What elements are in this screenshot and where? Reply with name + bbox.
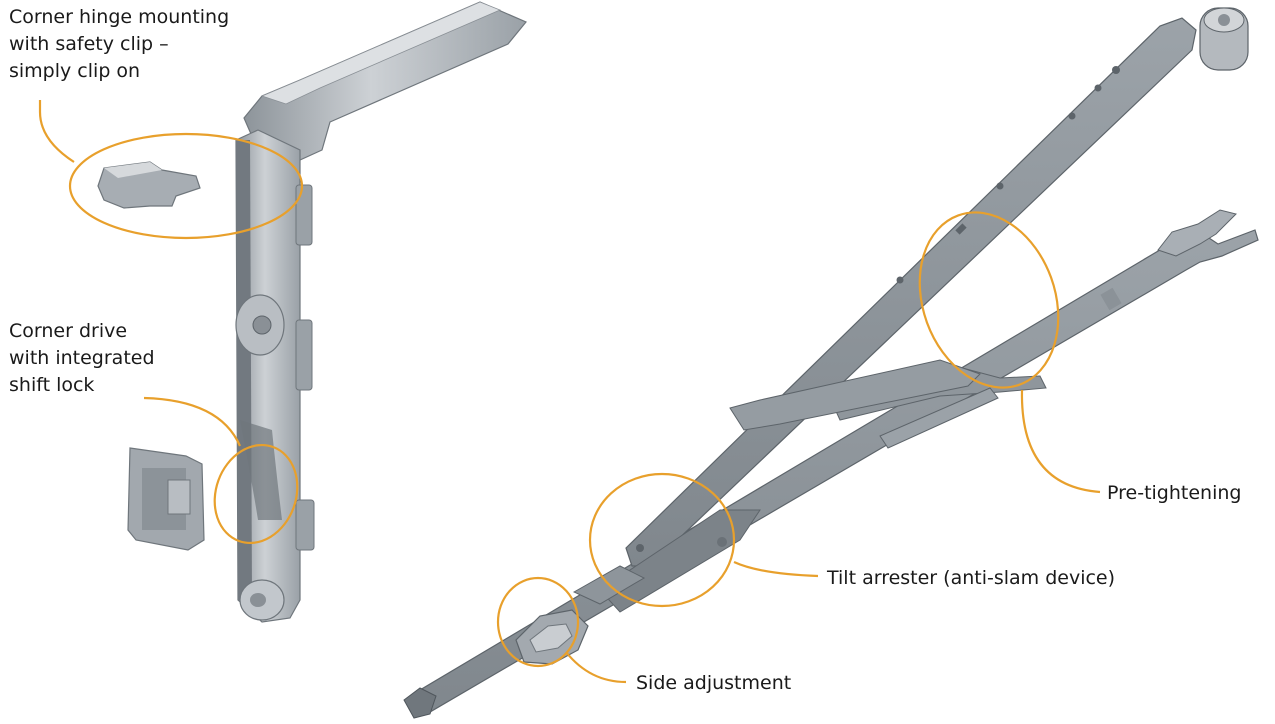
callout-line: shift lock bbox=[9, 374, 95, 396]
callout-leader-tilt bbox=[733, 561, 819, 578]
rail-stop-block bbox=[1100, 287, 1122, 311]
callout-label-side-adjustment: Side adjustment bbox=[636, 672, 792, 694]
callout-ellipse-side bbox=[496, 576, 580, 668]
callout-label-tilt-arrester: Tilt arrester (anti-slam device) bbox=[827, 567, 1116, 589]
callout-graphics bbox=[38, 100, 1101, 684]
stay-hinge-pin bbox=[1218, 14, 1230, 26]
tilt-arrester-slide bbox=[599, 509, 761, 613]
stay-arm-assembly bbox=[403, 7, 1259, 719]
corner-drive-screw bbox=[252, 315, 272, 335]
callout-line: Corner hinge mounting bbox=[9, 6, 230, 28]
bottom-pin-hole bbox=[250, 593, 266, 607]
rail-tab-middle bbox=[295, 319, 313, 391]
callout-label-corner-hinge: Corner hinge mounting with safety clip –… bbox=[9, 4, 229, 85]
stay-rail-end-slot bbox=[1157, 209, 1237, 257]
corner-drive-rail-shadow bbox=[236, 140, 252, 600]
callout-label-pre-tightening: Pre-tightening bbox=[1107, 482, 1242, 504]
callout-line: with integrated bbox=[9, 347, 155, 369]
corner-drive-assembly bbox=[97, 1, 527, 623]
shift-lock-slot bbox=[240, 420, 282, 520]
callout-leader-pretight bbox=[1020, 389, 1101, 494]
shift-lock-block-detail bbox=[167, 479, 191, 515]
callout-leader-side bbox=[565, 651, 627, 684]
callout-line: Corner drive bbox=[9, 320, 128, 342]
callout-line: simply clip on bbox=[9, 60, 141, 82]
safety-clip-highlight bbox=[104, 162, 162, 178]
side-adjustment-screw-area bbox=[529, 623, 573, 653]
callout-ellipse-hinge bbox=[68, 132, 304, 240]
callout-leader-drive bbox=[143, 396, 242, 447]
callout-ellipse-drive bbox=[213, 443, 299, 545]
stay-rail-end bbox=[403, 687, 437, 719]
callout-leader-hinge bbox=[38, 100, 75, 163]
corner-hinge-top-face bbox=[260, 1, 502, 105]
callout-ellipse-pretight bbox=[918, 211, 1060, 389]
rail-tab-upper bbox=[295, 184, 313, 246]
rail-tab-lower bbox=[295, 499, 315, 551]
stay-guide-block bbox=[879, 387, 999, 449]
callout-line: with safety clip – bbox=[9, 33, 169, 55]
callout-ellipse-tilt bbox=[588, 472, 736, 608]
callout-label-corner-drive: Corner drive with integrated shift lock bbox=[9, 318, 155, 399]
tilt-arrester-rivet bbox=[717, 537, 727, 547]
corner-hinge-top-arm bbox=[243, 1, 527, 161]
stay-main-arm bbox=[625, 17, 1197, 567]
